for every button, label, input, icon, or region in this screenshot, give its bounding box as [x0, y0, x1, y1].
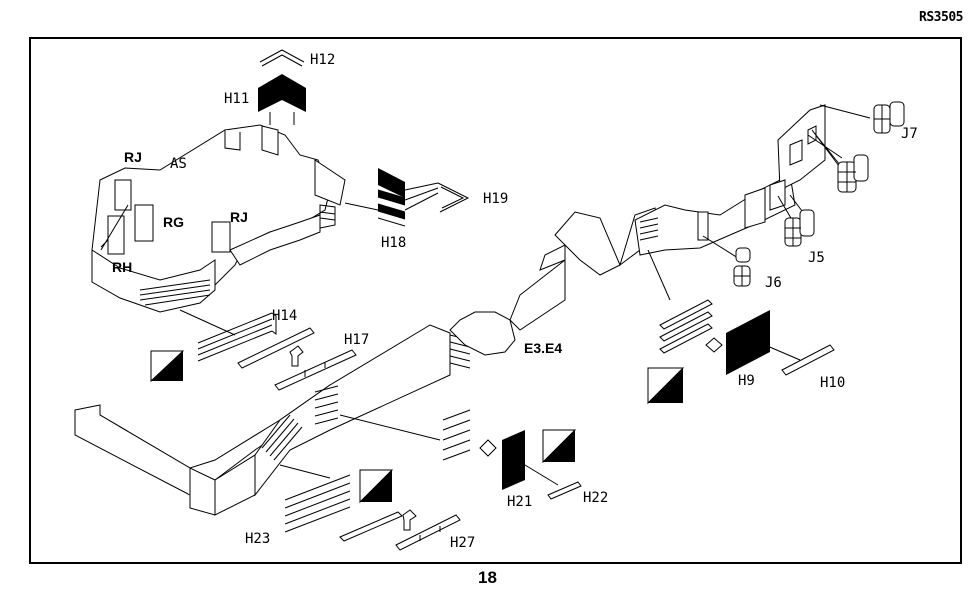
lower-hull-structure — [74, 104, 826, 516]
label-h10: H10 — [820, 375, 845, 391]
part-h21-group — [339, 409, 577, 490]
label-h21: H21 — [507, 494, 532, 510]
label-h19: H19 — [483, 191, 508, 207]
part-h18 — [344, 168, 406, 227]
label-j6: J6 — [765, 275, 782, 291]
label-h17: H17 — [344, 332, 369, 348]
label-h12: H12 — [310, 52, 335, 68]
label-rg: RG — [163, 214, 184, 230]
label-h9: H9 — [738, 373, 755, 389]
part-h12 — [259, 49, 305, 67]
part-h27 — [395, 514, 461, 551]
label-h22: H22 — [583, 490, 608, 506]
label-h18: H18 — [381, 235, 406, 251]
label-rh: RH — [112, 259, 132, 275]
label-e3-e4: E3.E4 — [524, 340, 562, 356]
part-j5 — [777, 194, 815, 247]
label-h23: H23 — [245, 531, 270, 547]
label-h11: H11 — [224, 91, 249, 107]
document-code: RS3505 — [919, 10, 963, 25]
label-h27: H27 — [450, 535, 475, 551]
part-j7 — [807, 101, 905, 193]
label-rj-left: RJ — [124, 149, 142, 165]
label-j5: J5 — [808, 250, 825, 266]
label-j7: J7 — [901, 126, 918, 142]
part-j6 — [702, 235, 751, 287]
diagram-frame — [29, 37, 962, 564]
part-h9-group — [647, 249, 770, 405]
part-h23-group — [279, 464, 417, 542]
upper-deck-structure — [91, 124, 346, 313]
label-as: AS — [170, 156, 187, 172]
label-h14: H14 — [272, 308, 297, 324]
label-rj-right: RJ — [230, 209, 248, 225]
part-h10 — [764, 344, 835, 376]
part-h19 — [404, 182, 470, 213]
part-h14 — [150, 309, 277, 383]
page-number: 18 — [478, 568, 497, 587]
part-h17 — [237, 327, 357, 391]
part-h22 — [519, 461, 582, 500]
part-h11 — [258, 74, 306, 125]
